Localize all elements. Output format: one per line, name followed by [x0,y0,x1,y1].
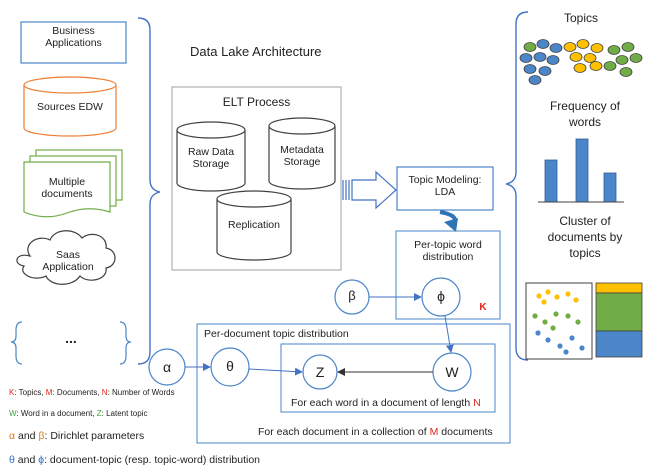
per-topic-plate [395,230,501,320]
frequency-bars [544,138,617,203]
ellipsis-label: ... [65,330,77,346]
per-topic-label: Per-topic word distribution [414,239,482,264]
topic-modeling-box [396,166,494,211]
legend-n: N [101,388,108,397]
raw-data-storage-cylinder [176,121,246,192]
w-symbol: W [445,364,459,380]
per-word-label: For each word in a document of length N [291,397,481,409]
elt-to-lda-arrow [342,170,397,210]
legend-line-2: W: Word in a document, Z: Latent topic [9,409,147,418]
sources-edw-cylinder [23,76,117,137]
replication-label: Replication [228,219,280,231]
theta-symbol: θ [226,358,234,374]
raw-data-storage-label: Raw Data Storage [187,146,235,171]
k-label: K [479,302,487,313]
per-collection-suffix: documents [438,426,493,438]
per-word-plate [280,343,496,413]
topics-title: Topics [563,11,598,25]
phi-to-w-edge [444,315,454,353]
phi-symbol: ϕ [437,288,445,304]
ellipsis-right-brace [119,321,132,365]
business-applications-label: Business Applications [45,25,102,50]
architecture-title: Data Lake Architecture [190,44,322,59]
theta-to-z-edge [248,367,303,376]
legend-and-1: and [15,430,39,442]
legend-w-text: : Word in a document, [16,409,97,418]
ellipsis-left-brace [10,321,23,365]
per-document-plate [196,323,511,444]
saas-cloud [16,230,116,285]
legend-z: Z [96,409,102,418]
legend-k-text: : Topics, [14,388,46,397]
legend-z-text: : Latent topic [101,409,148,418]
cluster-scatter-dots [532,289,585,355]
m-count: M [429,426,439,438]
cluster-stacked-bar [595,282,643,358]
legend-m-text: : Documents, [52,388,102,397]
legend-k: K [9,388,15,397]
multiple-documents-label: Multiple documents [41,176,93,201]
n-count: N [473,397,481,409]
frequency-bar-1 [544,159,558,203]
legend-theta: θ [9,454,15,466]
metadata-storage-label: Metadata Storage [280,144,324,169]
saas-application-label: Saas Application [42,249,94,274]
per-collection-text: For each document in a collection of [258,426,430,438]
topic-modeling-label: Topic Modeling: LDA [408,174,482,199]
phi-node [421,277,461,317]
frequency-title: Frequency of words [549,99,621,130]
legend-dirichlet: : Dirichlet parameters [44,430,145,442]
z-symbol: Z [315,364,325,380]
legend-n-text: : Number of Words [107,388,175,397]
outputs-brace [505,11,529,361]
legend-dist: : document-topic (resp. topic-word) dist… [44,454,261,466]
legend-and-2: and [14,454,39,466]
sources-edw-label: Sources EDW [37,101,103,113]
alpha-symbol: α [162,359,172,375]
legend-beta: β [38,430,45,442]
legend-phi: ϕ [38,454,45,466]
replication-cylinder [216,190,292,261]
legend-line-3: α and β: Dirichlet parameters [9,430,144,442]
legend-alpha: α [9,430,16,442]
theta-node [210,347,250,387]
legend-line-4: θ and ϕ: document-topic (resp. topic-wor… [9,454,260,466]
frequency-bar-2 [575,138,589,203]
topics-dot-cluster [519,39,643,85]
per-word-text: For each word in a document of length [291,397,474,409]
multiple-documents-stack [23,149,123,218]
beta-symbol: β [348,288,356,303]
metadata-storage-cylinder [268,117,336,190]
legend-w: W [9,409,17,418]
cluster-title: Cluster of documents by topics [547,214,623,261]
elt-process-title: ELT Process [222,95,291,109]
frequency-bar-3 [603,172,617,203]
legend-m: M [45,388,53,397]
sources-brace [137,17,161,365]
per-collection-label: For each document in a collection of M d… [258,426,493,438]
per-document-label: Per-document topic distribution [204,328,349,340]
business-applications-box [20,21,127,64]
legend-line-1: K: Topics, M: Documents, N: Number of Wo… [9,388,175,397]
